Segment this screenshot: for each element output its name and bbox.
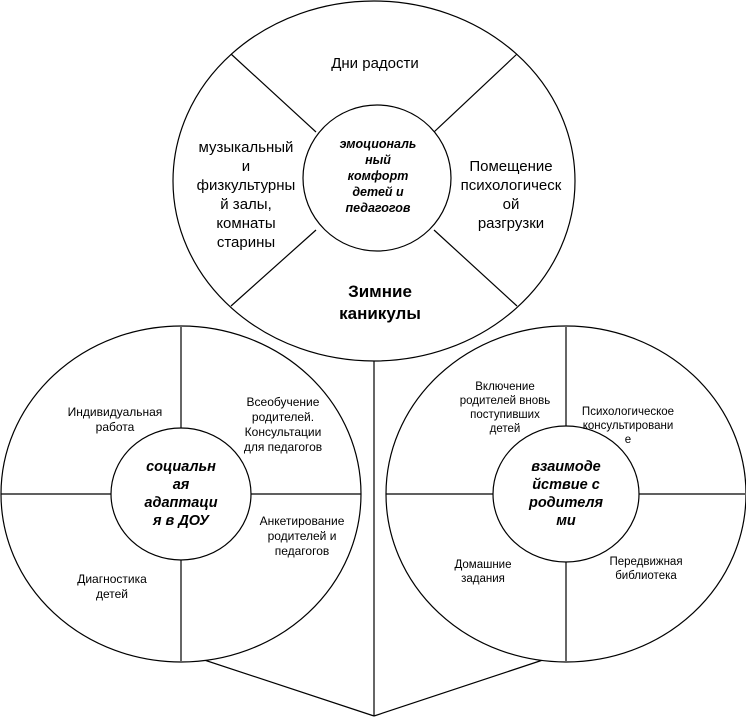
left-sector-bottom-right-label: Анкетирование родителей и педагогов (259, 514, 345, 558)
top-divider-ll (230, 229, 317, 307)
connector-left (179, 651, 375, 717)
top-center-circle (302, 104, 452, 252)
connector-right (373, 651, 568, 717)
top-sector-top-label: Дни радости (331, 55, 419, 72)
left-sector-bottom-left-label: Диагностика детей (77, 572, 147, 601)
right-sector-bottom-right-label: Передвижная библиотека (609, 556, 683, 582)
top-center-label: эмоциональ ный комфорт детей и педагогов (339, 137, 417, 215)
top-divider-lr (433, 229, 518, 307)
left-center-label: социальн ая адаптаци я в ДОУ (144, 459, 218, 529)
right-sector-bottom-left-label: Домашние задания (454, 559, 512, 585)
top-sector-right-label: Помещение психологическ ой разгрузки (460, 158, 562, 232)
left-sector-top-right-label: Всеобучение родителей. Консультации для … (243, 395, 323, 454)
top-sector-bottom-label: Зимние каникулы (339, 282, 421, 323)
right-center-label: взаимоде йствие с родителя ми (528, 459, 604, 529)
top-divider-ul (230, 53, 317, 133)
top-sector-left-label: музыкальный и физкультурны й залы, комна… (196, 139, 296, 251)
right-sector-top-left-label: Включение родителей вновь поступивших де… (459, 381, 551, 435)
left-sector-top-left-label: Индивидуальная работа (67, 405, 163, 434)
top-divider-ur (433, 53, 518, 133)
right-sector-top-right-label: Психологическое консультировани е (581, 406, 675, 446)
right-center-circle (492, 425, 640, 563)
left-center-circle (110, 427, 252, 561)
